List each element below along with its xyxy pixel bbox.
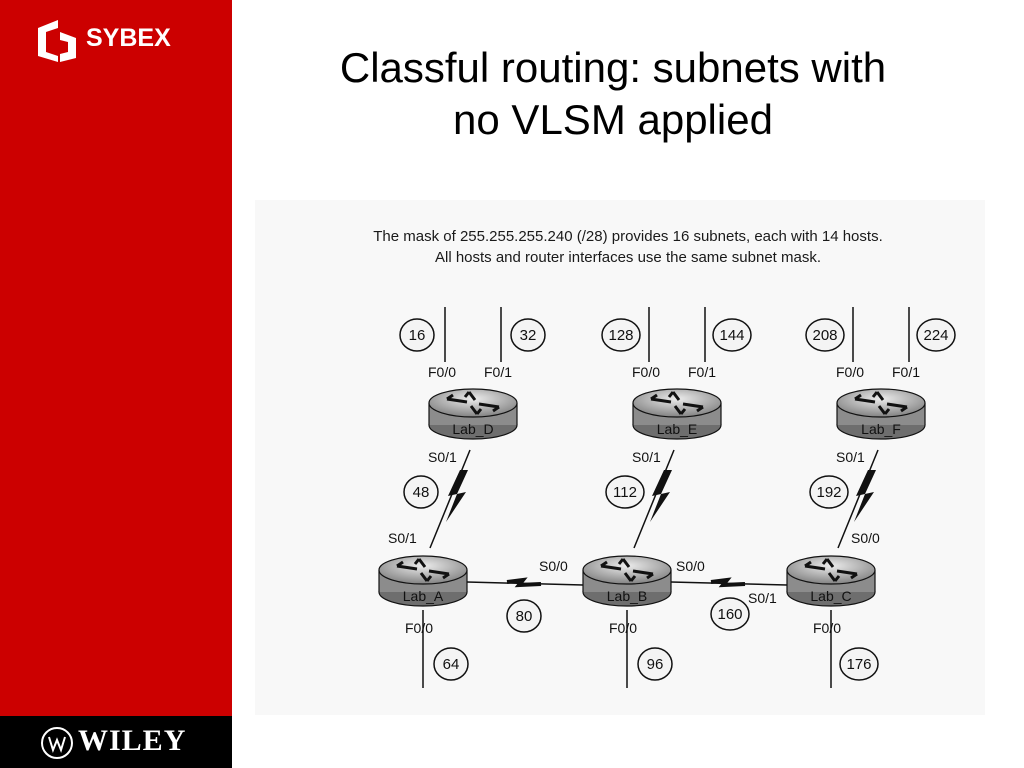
subnet-bubble-96: 96 bbox=[637, 647, 673, 681]
interface-label-f-s01: S0/1 bbox=[836, 449, 865, 465]
serial-bolt-icon-b-c bbox=[710, 577, 746, 588]
subnet-bubble-144: 144 bbox=[712, 318, 752, 352]
subnet-bubble-16: 16 bbox=[399, 318, 435, 352]
subnet-label-112: 112 bbox=[613, 484, 637, 501]
network-diagram: The mask of 255.255.255.240 (/28) provid… bbox=[255, 200, 985, 715]
subnet-bubble-112: 112 bbox=[605, 475, 645, 509]
router-label-lab-d: Lab_D bbox=[452, 421, 493, 437]
serial-bolt-icon-e-b bbox=[650, 470, 672, 522]
serial-bolt-icon-f-c bbox=[854, 470, 876, 522]
interface-label-d-f00: F0/0 bbox=[428, 364, 456, 380]
slide-title-line-2: no VLSM applied bbox=[453, 96, 773, 143]
subnet-label-192: 192 bbox=[816, 484, 841, 501]
subnet-label-160: 160 bbox=[717, 606, 742, 623]
sybex-logo: SYBEX bbox=[34, 18, 204, 66]
subnet-label-48: 48 bbox=[413, 484, 430, 501]
diagram-caption-line-2: All hosts and router interfaces use the … bbox=[435, 249, 821, 266]
subnet-bubble-32: 32 bbox=[510, 318, 546, 352]
sybex-wordmark: SYBEX bbox=[86, 24, 171, 52]
subnet-label-176: 176 bbox=[846, 656, 871, 673]
wiley-wordmark: WILEY bbox=[78, 724, 187, 757]
interface-label-e-f00: F0/0 bbox=[632, 364, 660, 380]
wan-link-e-b bbox=[633, 449, 675, 549]
interface-label-b-f00: F0/0 bbox=[609, 620, 637, 636]
interface-label-d-s01: S0/1 bbox=[428, 449, 457, 465]
router-lab-c: Lab_C bbox=[785, 554, 877, 608]
interface-label-b-s00-right: S0/0 bbox=[676, 558, 705, 574]
subnet-label-32: 32 bbox=[520, 327, 537, 344]
wan-link-d-a bbox=[429, 449, 471, 549]
interface-label-b-s00-left: S0/0 bbox=[539, 558, 568, 574]
subnet-bubble-176: 176 bbox=[839, 647, 879, 681]
network-diagram-canvas: The mask of 255.255.255.240 (/28) provid… bbox=[373, 228, 956, 688]
router-lab-d: Lab_D bbox=[427, 387, 519, 441]
subnet-label-224: 224 bbox=[923, 327, 948, 344]
subnet-label-144: 144 bbox=[719, 327, 744, 344]
subnet-bubble-64: 64 bbox=[433, 647, 469, 681]
subnet-bubble-160: 160 bbox=[710, 597, 750, 631]
brand-sidebar: SYBEX bbox=[0, 0, 232, 716]
subnet-label-64: 64 bbox=[443, 656, 460, 673]
wiley-seal-icon bbox=[41, 727, 73, 759]
subnet-bubble-224: 224 bbox=[916, 318, 956, 352]
subnet-bubble-48: 48 bbox=[403, 475, 439, 509]
interface-label-c-s00: S0/0 bbox=[851, 530, 880, 546]
router-label-lab-c: Lab_C bbox=[810, 588, 851, 604]
sybex-emblem-icon bbox=[38, 20, 76, 62]
subnet-label-96: 96 bbox=[647, 656, 664, 673]
interface-label-c-f00: F0/0 bbox=[813, 620, 841, 636]
footer-brand-bar bbox=[0, 716, 232, 768]
subnet-bubble-128: 128 bbox=[601, 318, 641, 352]
router-label-lab-e: Lab_E bbox=[657, 421, 697, 437]
router-label-lab-a: Lab_A bbox=[403, 588, 444, 604]
slide-title-line-1: Classful routing: subnets with bbox=[339, 44, 887, 91]
subnet-label-208: 208 bbox=[812, 327, 837, 344]
interface-label-f-f01: F0/1 bbox=[892, 364, 920, 380]
router-label-lab-b: Lab_B bbox=[607, 588, 647, 604]
router-lab-a: Lab_A bbox=[377, 554, 469, 608]
router-lab-b: Lab_B bbox=[581, 554, 673, 608]
serial-bolt-icon-a-b bbox=[506, 577, 542, 588]
interface-label-a-f00: F0/0 bbox=[405, 620, 433, 636]
interface-label-e-s01: S0/1 bbox=[632, 449, 661, 465]
subnet-label-128: 128 bbox=[608, 327, 633, 344]
interface-label-a-s01: S0/1 bbox=[388, 530, 417, 546]
interface-label-e-f01: F0/1 bbox=[688, 364, 716, 380]
interface-label-f-f00: F0/0 bbox=[836, 364, 864, 380]
wan-link-f-c bbox=[837, 449, 879, 549]
router-label-lab-f: Lab_F bbox=[861, 421, 901, 437]
router-lab-e: Lab_E bbox=[631, 387, 723, 441]
subnet-bubble-208: 208 bbox=[805, 318, 845, 352]
subnet-bubble-80: 80 bbox=[506, 599, 542, 633]
interface-label-d-f01: F0/1 bbox=[484, 364, 512, 380]
interface-label-c-s01: S0/1 bbox=[748, 590, 777, 606]
diagram-caption-line-1: The mask of 255.255.255.240 (/28) provid… bbox=[373, 228, 882, 245]
wiley-logo: WILEY bbox=[40, 724, 210, 762]
slide-title: Classful routing: subnets with no VLSM a… bbox=[248, 42, 978, 146]
serial-bolt-icon-d-a bbox=[446, 470, 468, 522]
subnet-label-16: 16 bbox=[409, 327, 426, 344]
router-lab-f: Lab_F bbox=[835, 387, 927, 441]
subnet-label-80: 80 bbox=[516, 608, 533, 625]
subnet-bubble-192: 192 bbox=[809, 475, 849, 509]
